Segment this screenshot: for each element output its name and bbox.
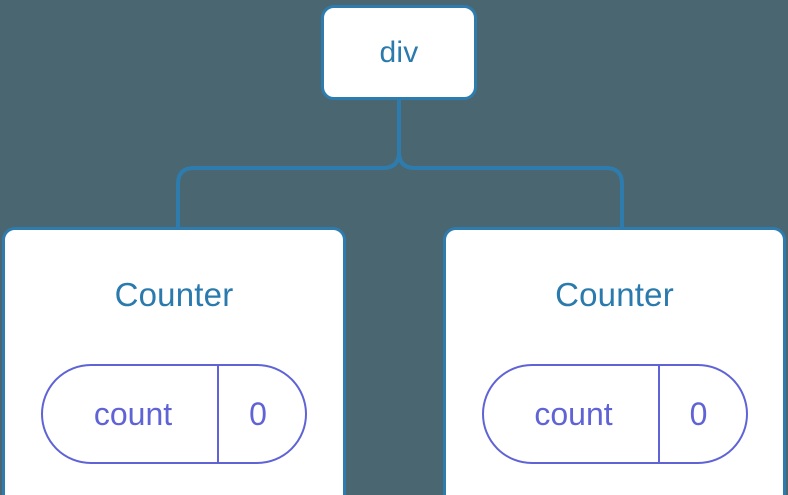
component-title: Counter — [555, 276, 674, 313]
node-div-label: div — [379, 35, 419, 69]
component-card-counter-1[interactable]: Counter count 0 — [2, 227, 346, 495]
node-div[interactable]: div — [321, 5, 477, 100]
state-value: 0 — [249, 396, 267, 432]
state-value: 0 — [689, 396, 708, 432]
state-pill[interactable]: count 0 — [41, 364, 307, 464]
component-card-counter-2[interactable]: Counter count 0 — [443, 227, 786, 495]
component-title: Counter — [114, 276, 234, 313]
state-key: count — [43, 366, 219, 462]
connector-right-branch — [397, 150, 624, 230]
state-key: count — [484, 366, 660, 462]
state-pill[interactable]: count 0 — [481, 364, 748, 464]
connector-stem-and-split — [176, 98, 401, 230]
